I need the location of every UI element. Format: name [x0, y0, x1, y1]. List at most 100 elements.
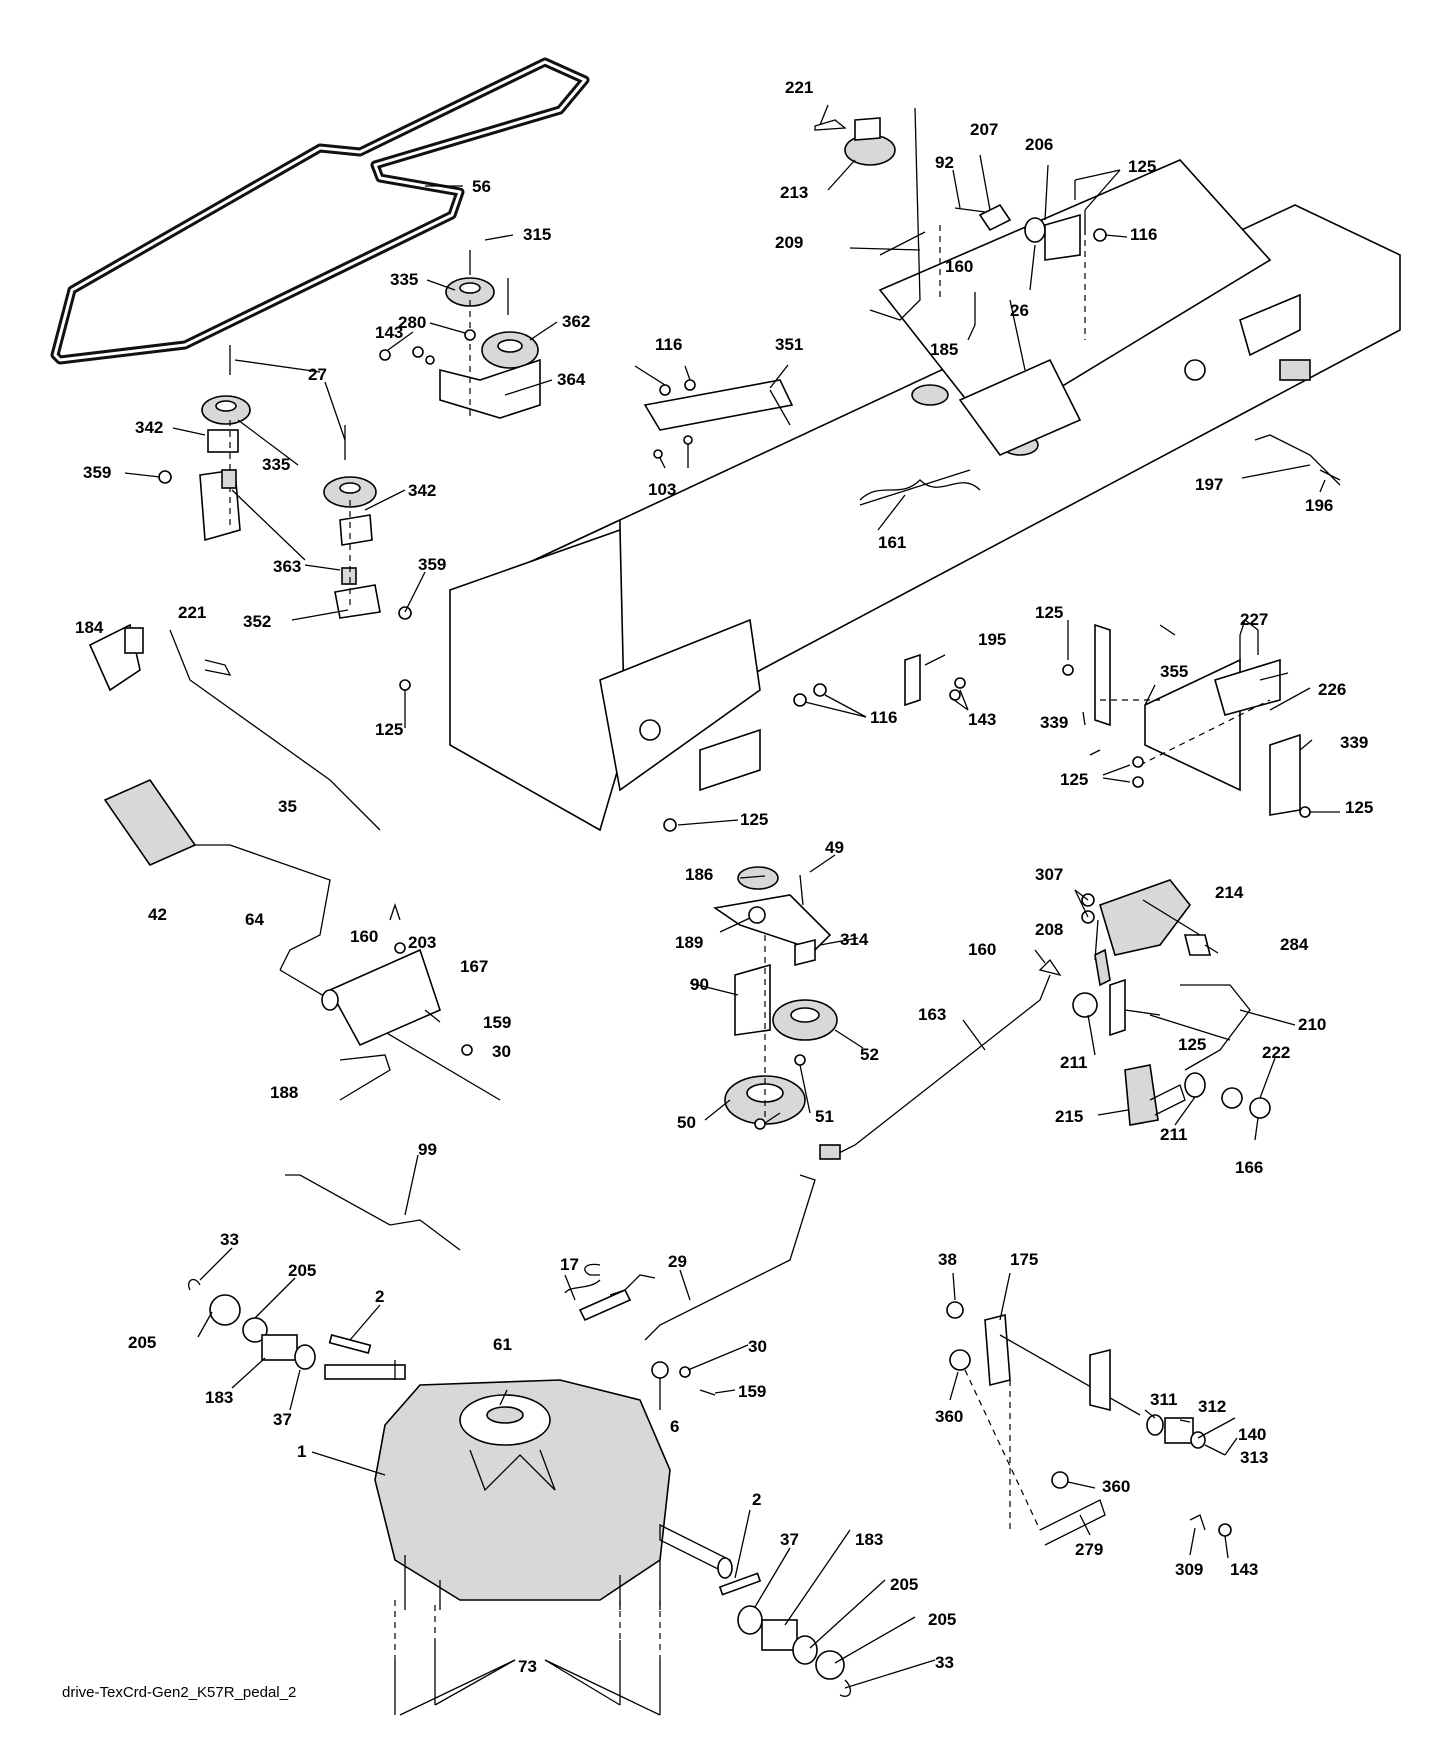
callout-73: 73	[518, 1657, 537, 1676]
callout-364: 364	[557, 370, 586, 389]
callout-313: 313	[1240, 1448, 1268, 1467]
callout-183-a: 183	[205, 1388, 233, 1407]
hitch-brackets	[399, 623, 1311, 832]
leader-lines	[124, 104, 1340, 1716]
callout-30-b: 30	[748, 1337, 767, 1356]
callout-186: 186	[685, 865, 713, 884]
callout-211-b: 211	[1160, 1125, 1187, 1144]
callout-64: 64	[245, 910, 264, 929]
callout-labels: 221 213 209 92 207 206 125 116 160 26 18…	[62, 78, 1373, 1701]
callout-166: 166	[1235, 1158, 1263, 1177]
callout-214: 214	[1215, 883, 1244, 902]
callout-90: 90	[690, 975, 709, 994]
right-axle-parts	[718, 1572, 852, 1697]
callout-125-a: 125	[1128, 157, 1156, 176]
callout-360-b: 360	[1102, 1477, 1130, 1496]
callout-27: 27	[308, 365, 327, 384]
callout-185: 185	[930, 340, 958, 359]
callout-195: 195	[978, 630, 1006, 649]
callout-35: 35	[278, 797, 297, 816]
callout-352: 352	[243, 612, 271, 631]
callout-335-b: 335	[262, 455, 290, 474]
callout-280: 280	[398, 313, 426, 332]
callout-205-c: 205	[890, 1575, 918, 1594]
callout-2-a: 2	[375, 1287, 384, 1306]
callout-92: 92	[935, 153, 954, 172]
callout-307: 307	[1035, 865, 1063, 884]
control-lever-assembly	[88, 623, 501, 1101]
callout-209: 209	[775, 233, 803, 252]
callout-163: 163	[918, 1005, 946, 1024]
callout-189: 189	[675, 933, 703, 952]
callout-52: 52	[860, 1045, 879, 1064]
callout-205-a: 205	[288, 1261, 316, 1280]
callout-335-a: 335	[390, 270, 418, 289]
lift-linkage	[814, 107, 1341, 486]
callout-38: 38	[938, 1250, 957, 1269]
callout-188: 188	[270, 1083, 298, 1102]
callout-143-b: 143	[968, 710, 996, 729]
callout-140: 140	[1238, 1425, 1266, 1444]
callout-125-f: 125	[740, 810, 768, 829]
left-axle-parts	[188, 1278, 372, 1370]
callout-207: 207	[970, 120, 998, 139]
callout-6: 6	[670, 1417, 679, 1436]
callout-56: 56	[472, 177, 491, 196]
callout-339-b: 339	[1340, 733, 1368, 752]
drive-belt	[50, 57, 590, 365]
callout-29: 29	[668, 1252, 687, 1271]
callout-167: 167	[460, 957, 488, 976]
callout-125-g: 125	[1178, 1035, 1206, 1054]
callout-143-c: 143	[1230, 1560, 1258, 1579]
callout-61: 61	[493, 1335, 512, 1354]
callout-184: 184	[75, 618, 104, 637]
callout-205-d: 205	[928, 1610, 956, 1629]
callout-159-b: 159	[738, 1382, 766, 1401]
callout-215: 215	[1055, 1107, 1083, 1126]
callout-359-b: 359	[418, 555, 446, 574]
callout-116-c: 116	[870, 708, 897, 727]
callout-125-e: 125	[1345, 798, 1373, 817]
callout-205-b: 205	[128, 1333, 156, 1352]
callout-143-a: 143	[375, 323, 403, 342]
callout-279: 279	[1075, 1540, 1103, 1559]
callout-309: 309	[1175, 1560, 1203, 1579]
callout-161: 161	[878, 533, 906, 552]
callout-359-a: 359	[83, 463, 111, 482]
callout-175: 175	[1010, 1250, 1038, 1269]
callout-17: 17	[560, 1255, 579, 1274]
callout-315: 315	[523, 225, 551, 244]
callout-33-b: 33	[935, 1653, 954, 1672]
callout-33-a: 33	[220, 1230, 239, 1249]
callout-210: 210	[1298, 1015, 1326, 1034]
callout-26: 26	[1010, 301, 1029, 320]
callout-363: 363	[273, 557, 301, 576]
callout-351: 351	[775, 335, 803, 354]
callout-125-b: 125	[375, 720, 403, 739]
callout-37-b: 37	[780, 1530, 799, 1549]
callout-160-a: 160	[945, 257, 973, 276]
brake-shaft-assembly	[946, 1301, 1232, 1546]
callout-51: 51	[815, 1107, 834, 1126]
callout-342-a: 342	[135, 418, 163, 437]
callout-226: 226	[1318, 680, 1346, 699]
callout-222: 222	[1262, 1043, 1290, 1062]
center-pulley-assembly	[712, 866, 838, 1130]
callout-206: 206	[1025, 135, 1053, 154]
callout-360-a: 360	[935, 1407, 963, 1426]
callout-221-a: 221	[785, 78, 813, 97]
brake-pedal-assembly	[819, 879, 1271, 1160]
diagram-caption: drive-TexCrd-Gen2_K57R_pedal_2	[62, 1684, 296, 1701]
callout-160-c: 160	[968, 940, 996, 959]
callout-183-b: 183	[855, 1530, 883, 1549]
chassis-frame	[449, 159, 1401, 832]
callout-362: 362	[562, 312, 590, 331]
callout-50: 50	[677, 1113, 696, 1132]
callout-342-b: 342	[408, 481, 436, 500]
callout-196: 196	[1305, 496, 1333, 515]
callout-116-a: 116	[1130, 225, 1157, 244]
callout-1: 1	[297, 1442, 306, 1461]
callout-314: 314	[840, 930, 869, 949]
callout-116-b: 116	[655, 335, 682, 354]
bracket-351	[643, 379, 794, 459]
